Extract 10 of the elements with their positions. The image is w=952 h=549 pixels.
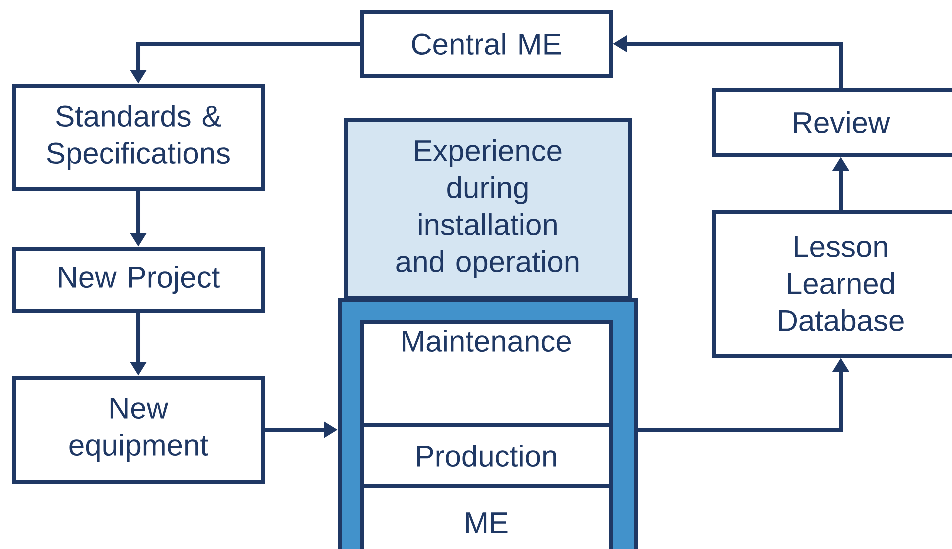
- process-box: Central ME: [360, 10, 613, 78]
- process-box: Maintenance: [360, 320, 613, 427]
- process-box: Experience during installation and operation: [344, 118, 632, 300]
- process-box: ME: [360, 484, 613, 549]
- process-box: Standards & Specifications: [12, 84, 265, 191]
- process-box: Production: [360, 423, 613, 489]
- process-box: Review: [712, 88, 952, 157]
- process-box: Lesson Learned Database: [712, 210, 952, 358]
- process-box: New equipment: [12, 376, 265, 484]
- process-box: New Project: [12, 247, 265, 313]
